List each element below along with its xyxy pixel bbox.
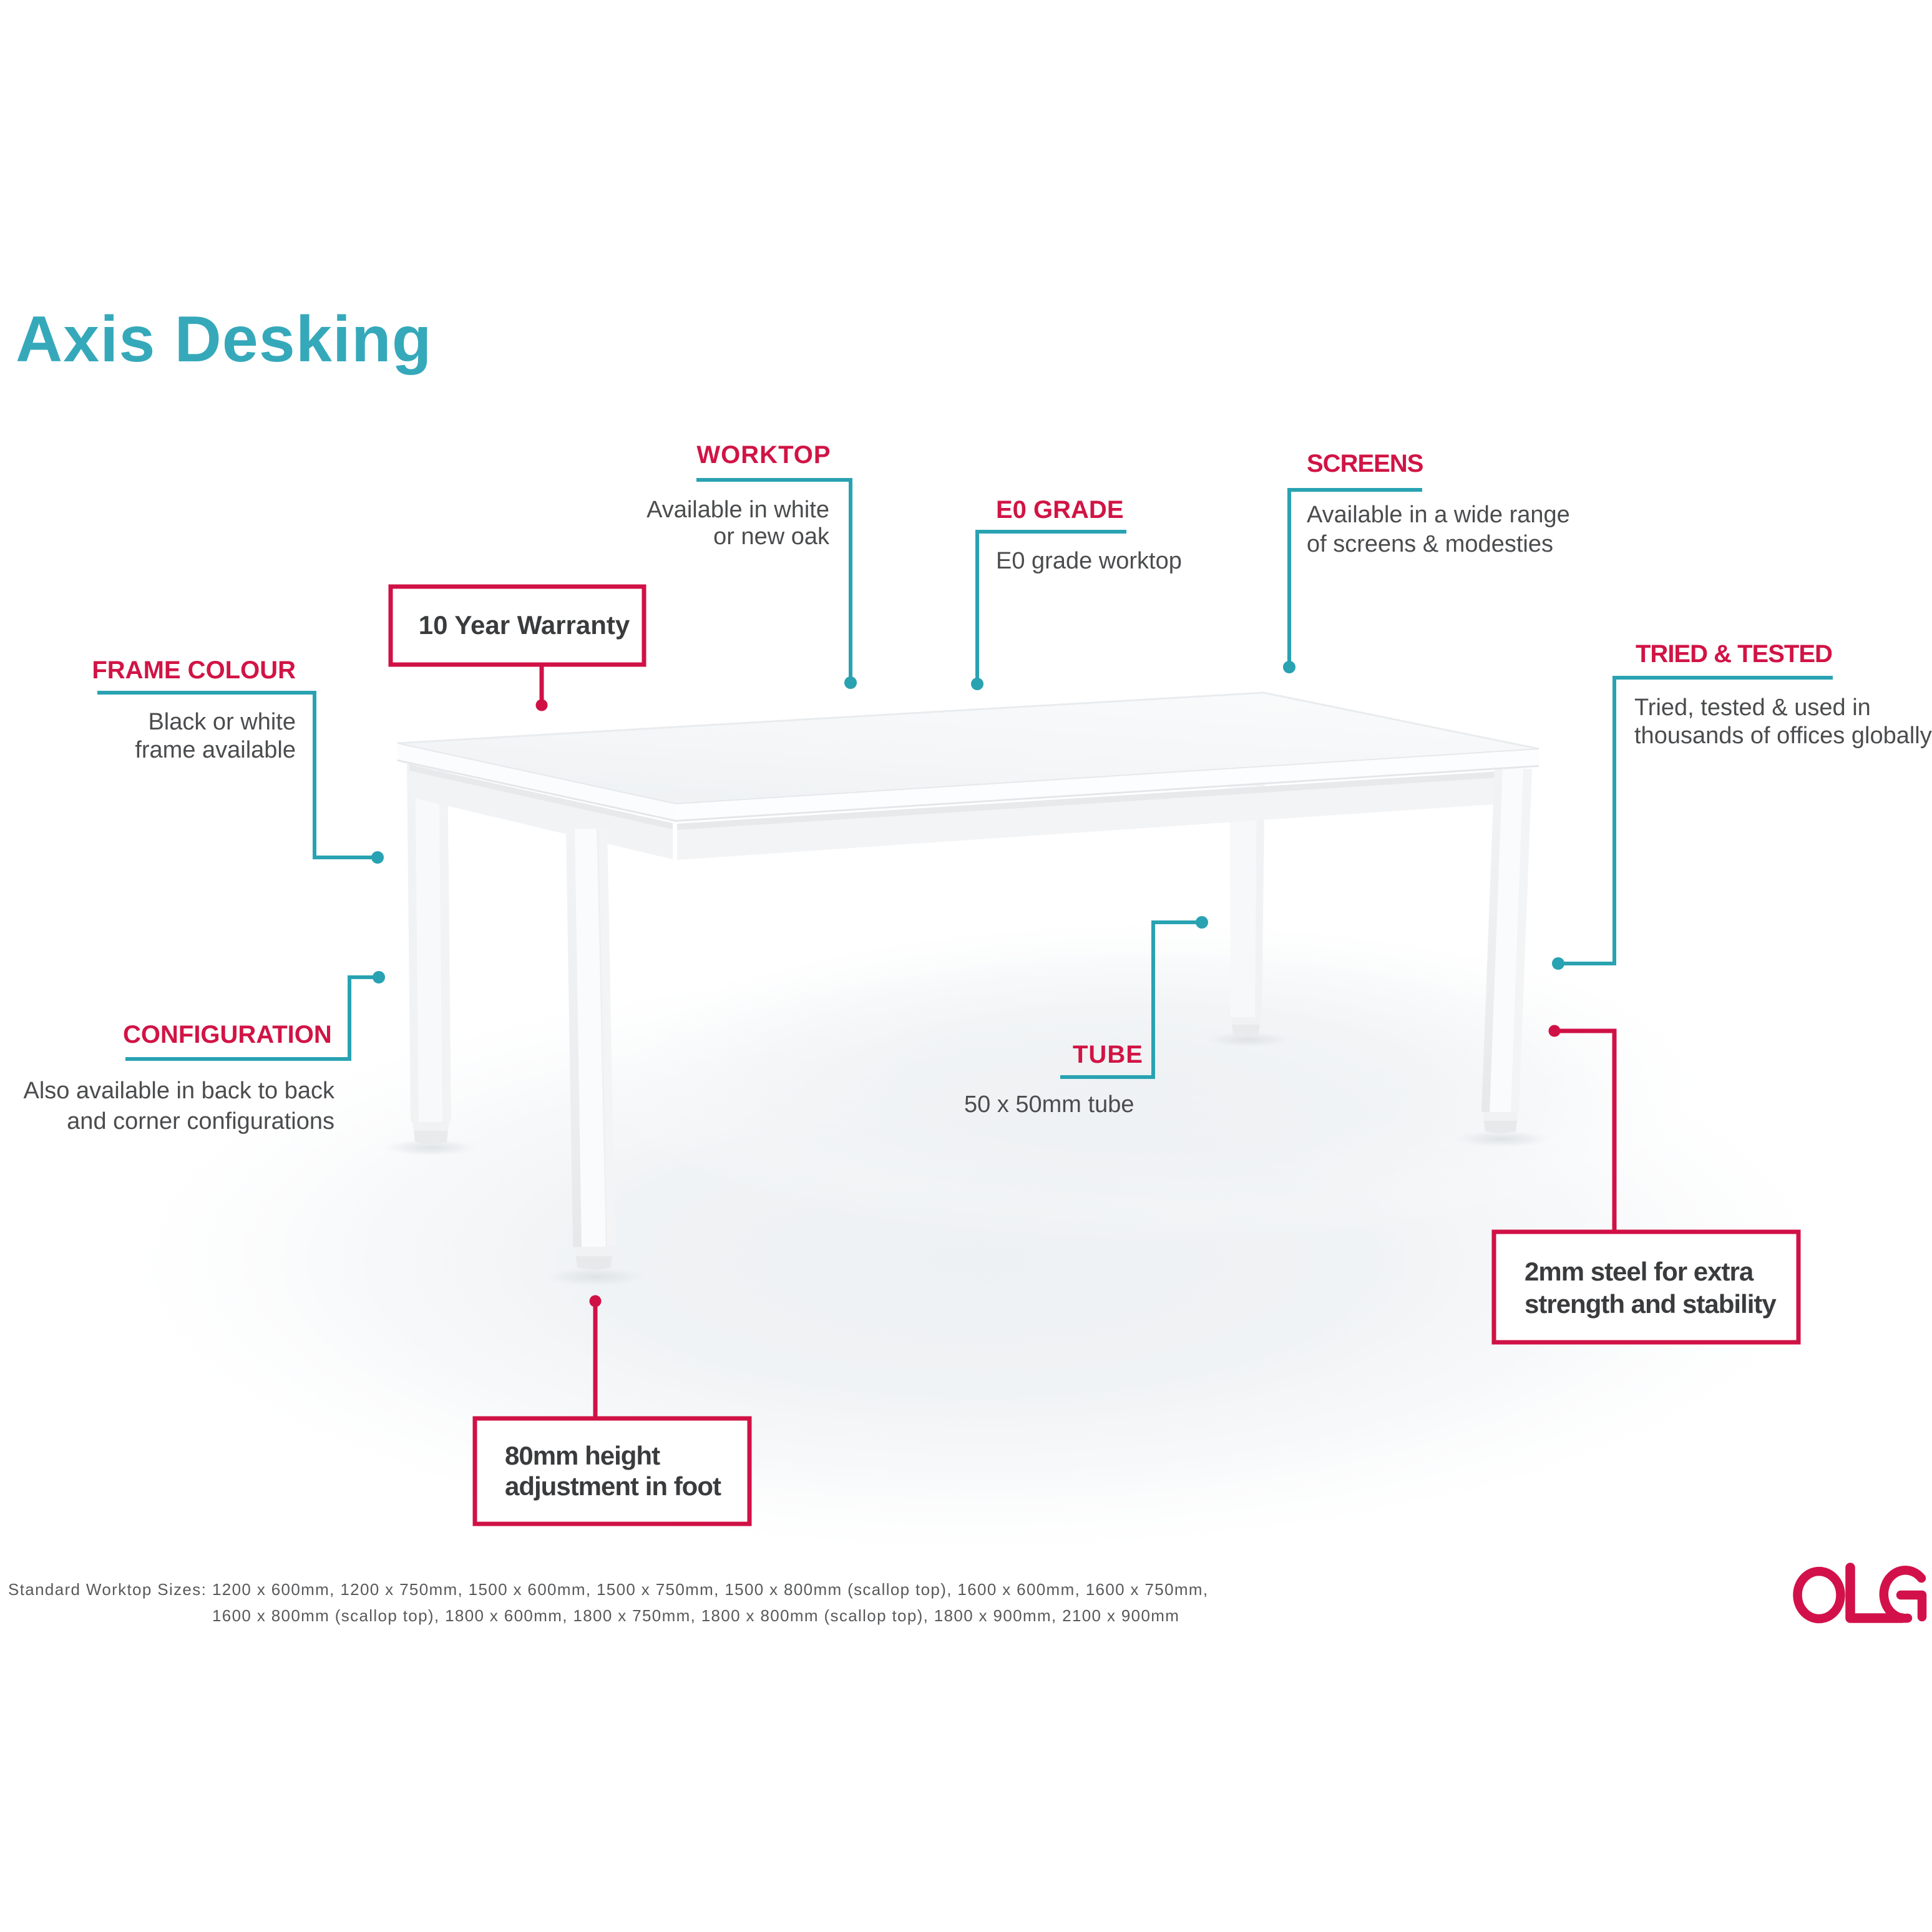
svg-text:Also available in back to back: Also available in back to back [23, 1078, 335, 1104]
svg-text:1200 x 600mm, 1200 x 750mm, 15: 1200 x 600mm, 1200 x 750mm, 1500 x 600mm… [212, 1580, 1208, 1599]
svg-text:Available in white: Available in white [646, 497, 829, 523]
svg-text:Tried, tested & used in: Tried, tested & used in [1634, 695, 1871, 721]
svg-text:Axis Desking: Axis Desking [16, 303, 432, 376]
svg-text:50 x 50mm tube: 50 x 50mm tube [964, 1091, 1134, 1118]
svg-text:frame available: frame available [135, 737, 296, 763]
svg-text:CONFIGURATION: CONFIGURATION [123, 1021, 332, 1048]
svg-text:Available in a wide range: Available in a wide range [1307, 502, 1570, 528]
svg-text:of screens & modesties: of screens & modesties [1307, 531, 1553, 557]
svg-text:strength and stability: strength and stability [1525, 1289, 1777, 1319]
svg-text:1600 x 800mm (scallop top), 18: 1600 x 800mm (scallop top), 1800 x 600mm… [212, 1606, 1179, 1625]
svg-text:adjustment in foot: adjustment in foot [505, 1471, 721, 1501]
svg-text:E0 GRADE: E0 GRADE [996, 496, 1124, 524]
svg-text:or new oak: or new oak [713, 524, 830, 550]
svg-text:80mm height: 80mm height [505, 1441, 660, 1470]
svg-text:thousands of offices globally: thousands of offices globally [1634, 723, 1932, 749]
svg-text:and corner configurations: and corner configurations [67, 1108, 334, 1134]
svg-text:WORKTOP: WORKTOP [696, 441, 831, 469]
svg-text:10 Year Warranty: 10 Year Warranty [419, 610, 630, 640]
svg-text:Black or white: Black or white [148, 709, 296, 735]
svg-text:TRIED & TESTED: TRIED & TESTED [1636, 640, 1832, 668]
svg-text:FRAME COLOUR: FRAME COLOUR [92, 656, 296, 684]
svg-text:SCREENS: SCREENS [1307, 450, 1423, 477]
svg-text:Standard Worktop Sizes:: Standard Worktop Sizes: [8, 1580, 207, 1599]
svg-text:2mm steel for extra: 2mm steel for extra [1525, 1257, 1754, 1286]
svg-text:TUBE: TUBE [1073, 1041, 1143, 1068]
svg-text:E0 grade worktop: E0 grade worktop [996, 548, 1182, 574]
